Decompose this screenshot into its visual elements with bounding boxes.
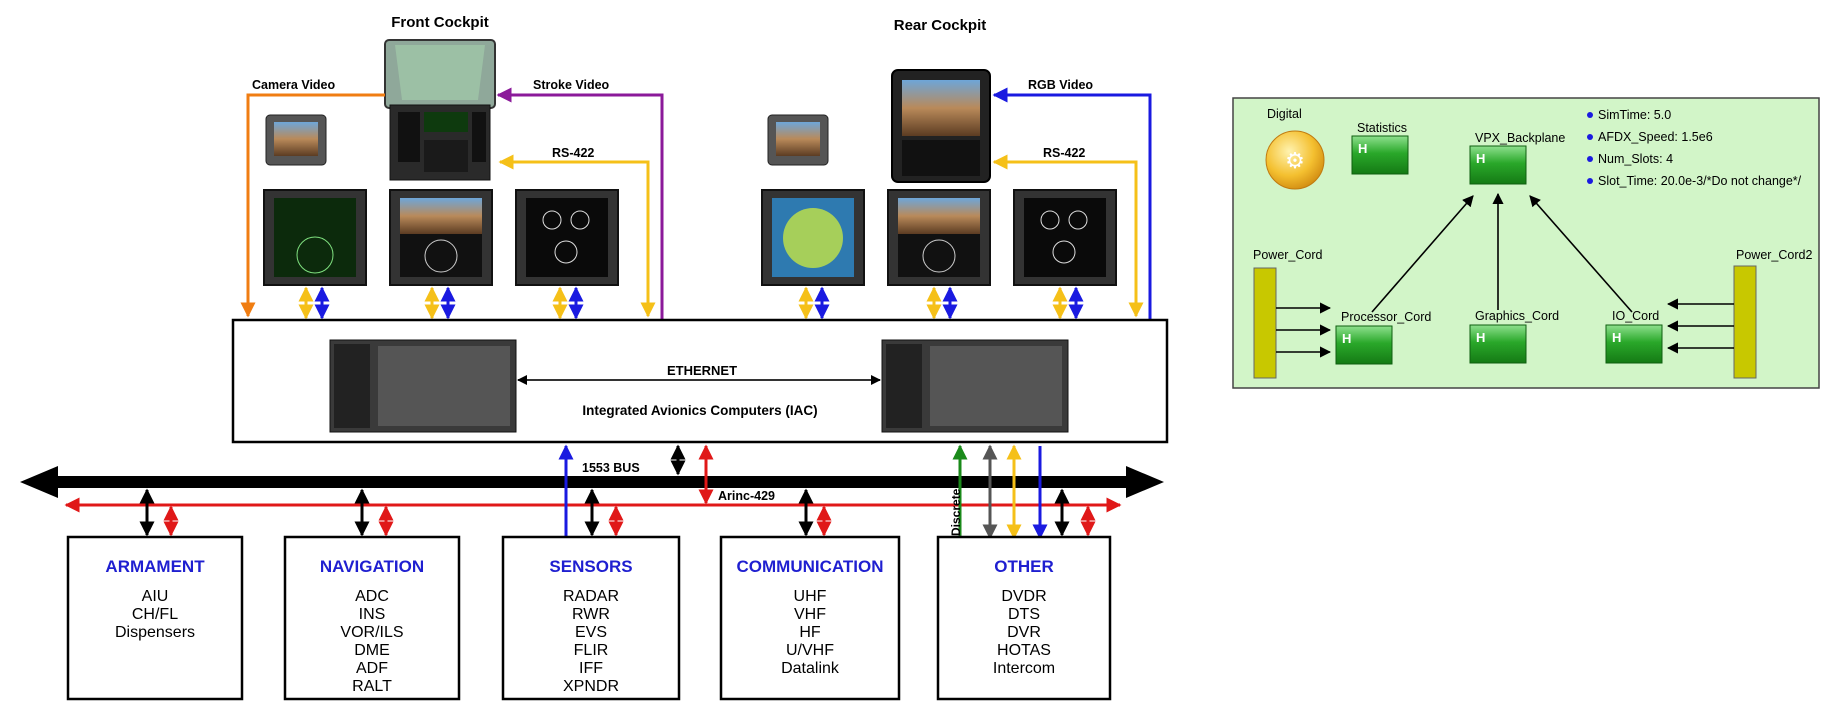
subsystem-item: Datalink	[781, 660, 840, 677]
bus-1553-label: 1553 BUS	[582, 461, 640, 475]
power-cord-block[interactable]	[1253, 267, 1277, 379]
stroke-video-label: Stroke Video	[533, 78, 610, 92]
block-letter: H	[1342, 331, 1351, 346]
ethernet-label: ETHERNET	[667, 363, 737, 378]
param-item: Num_Slots: 4	[1598, 152, 1673, 166]
subsystem-item: ADF	[356, 660, 388, 677]
subsystem-item: INS	[359, 606, 386, 623]
param-item: SimTime: 5.0	[1598, 108, 1671, 122]
rs422-front-line	[498, 154, 656, 318]
io-cord-label: IO_Cord	[1612, 309, 1659, 323]
block-letter: H	[1476, 330, 1485, 345]
power-cord-label: Power_Cord	[1253, 248, 1323, 262]
subsystem-item: RADAR	[563, 588, 619, 605]
subsystem-sensors: SENSORS RADAR RWR EVS FLIR IFF XPNDR	[501, 535, 681, 701]
subsystem-item: DVDR	[1001, 588, 1046, 605]
camera-video-line	[240, 93, 385, 318]
iac-title: Integrated Avionics Computers (IAC)	[582, 403, 817, 418]
subsystem-item: RALT	[352, 678, 392, 695]
power-cord2-block[interactable]	[1733, 265, 1757, 379]
mfd-display-rear-1	[761, 189, 865, 286]
processor-cord-block[interactable]: H	[1335, 325, 1393, 365]
mfd-display-front-1	[263, 189, 367, 286]
hud-unit	[384, 39, 496, 181]
subsystem-title: NAVIGATION	[320, 557, 424, 576]
graphics-cord-label: Graphics_Cord	[1475, 309, 1559, 323]
subsystem-title: SENSORS	[549, 557, 632, 576]
digital-gear-icon	[1265, 130, 1325, 190]
vpx-backplane-label: VPX_Backplane	[1475, 131, 1565, 145]
subsystem-other: OTHER DVDR DTS DVR HOTAS Intercom	[936, 535, 1112, 701]
vpx-backplane-block[interactable]: H	[1469, 145, 1527, 185]
subsystem-item: U/VHF	[786, 642, 834, 659]
subsystem-item: RWR	[572, 606, 610, 623]
subsystem-item: AIU	[142, 588, 169, 605]
subsystem-communication: COMMUNICATION UHF VHF HF U/VHF Datalink	[719, 535, 901, 701]
param-item: AFDX_Speed: 1.5e6	[1598, 130, 1713, 144]
digital-label: Digital	[1267, 107, 1302, 121]
graphics-cord-block[interactable]: H	[1469, 324, 1527, 364]
subsystem-bus-arrows	[139, 488, 1096, 537]
subsystem-item: DTS	[1008, 606, 1040, 623]
subsystem-item: FLIR	[574, 642, 609, 659]
mfd-display-rear-2	[887, 189, 991, 286]
statistics-label: Statistics	[1357, 121, 1407, 135]
subsystem-item: HF	[799, 624, 821, 641]
digital-gear-glyph: ⚙	[1285, 148, 1305, 173]
subsystem-title: COMMUNICATION	[737, 557, 884, 576]
iac-computer-right	[881, 339, 1069, 433]
subsystem-item: Intercom	[993, 660, 1055, 677]
io-cord-block[interactable]: H	[1605, 324, 1663, 364]
iac-bus-arrows	[558, 444, 1048, 540]
processor-cord-label: Processor_Cord	[1341, 310, 1431, 324]
block-letter: H	[1612, 330, 1621, 345]
subsystem-item: DVR	[1007, 624, 1041, 641]
digital-block[interactable]: ⚙	[1265, 130, 1325, 190]
rs422-front-label: RS-422	[552, 146, 594, 160]
subsystem-armament: ARMAMENT AIU CH/FL Dispensers	[66, 535, 244, 701]
standby-instrument-rear	[767, 114, 829, 166]
front-cockpit-title: Front Cockpit	[391, 14, 489, 31]
discrete-label: Discrete	[949, 488, 963, 536]
subsystem-item: DME	[354, 642, 390, 659]
block-letter: H	[1358, 141, 1367, 156]
block-letter: H	[1476, 151, 1485, 166]
rs422-rear-label: RS-422	[1043, 146, 1085, 160]
param-item: Slot_Time: 20.0e-3/*Do not change*/	[1598, 174, 1802, 188]
power-cord2-label: Power_Cord2	[1736, 248, 1812, 262]
bus-1553-line	[20, 466, 1164, 498]
rgb-video-label: RGB Video	[1028, 78, 1093, 92]
subsystem-item: CH/FL	[132, 606, 178, 623]
subsystem-item: IFF	[579, 660, 603, 677]
statistics-block[interactable]: H	[1351, 135, 1409, 175]
params-list: SimTime: 5.0 AFDX_Speed: 1.5e6 Num_Slots…	[1587, 108, 1802, 188]
mfd-display-front-3	[515, 189, 619, 286]
rgb-video-line	[992, 87, 1152, 320]
subsystem-item: EVS	[575, 624, 607, 641]
subsystem-item: XPNDR	[563, 678, 619, 695]
standby-instrument-front	[265, 114, 327, 166]
mfd-display-front-2	[389, 189, 493, 286]
display-link-arrows	[298, 286, 1084, 320]
arinc-429-label: Arinc-429	[718, 489, 775, 503]
subsystem-title: OTHER	[994, 557, 1054, 576]
subsystem-item: UHF	[794, 588, 827, 605]
rear-cockpit-title: Rear Cockpit	[894, 17, 987, 34]
mfd-display-rear-3	[1013, 189, 1117, 286]
stroke-video-line	[496, 87, 664, 320]
subsystem-title: ARMAMENT	[105, 557, 205, 576]
camera-video-label: Camera Video	[252, 78, 336, 92]
model-connectors	[1276, 192, 1734, 358]
subsystem-item: Dispensers	[115, 624, 195, 641]
iac-computer-left	[329, 339, 517, 433]
subsystem-item: VHF	[794, 606, 826, 623]
subsystem-item: HOTAS	[997, 642, 1051, 659]
rs422-rear-line	[992, 154, 1144, 318]
rear-mfd-unit	[891, 69, 991, 183]
subsystem-item: VOR/ILS	[340, 624, 403, 641]
subsystem-item: ADC	[355, 588, 389, 605]
subsystem-navigation: NAVIGATION ADC INS VOR/ILS DME ADF RALT	[283, 535, 461, 701]
